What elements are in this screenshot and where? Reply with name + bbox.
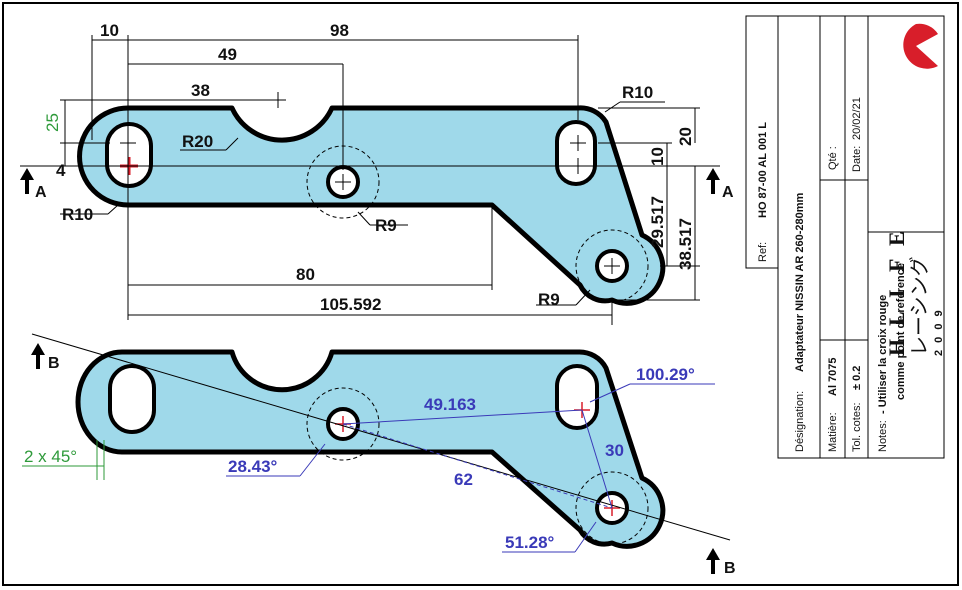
- dim-38517: 38.517: [676, 218, 695, 270]
- dim-28-43: 28.43°: [228, 457, 278, 476]
- dim-r9-mid: R9: [375, 216, 397, 235]
- dim-20: 20: [676, 127, 695, 146]
- dim-100-29: 100.29°: [636, 365, 695, 384]
- blue-construction: [226, 383, 715, 553]
- part-top-outline: [77, 105, 666, 306]
- logo-year: 2 0 0 9: [933, 308, 945, 356]
- logo-mark: [903, 23, 938, 69]
- section-line-b: [31, 333, 731, 541]
- logo-text-group: H L I F E レーシング 2 0 0 9: [884, 231, 945, 356]
- slot-right: [555, 120, 597, 186]
- bottom-view: B B 2 x 45° 28.43° 49.163 100.29° 30 62 …: [22, 333, 736, 577]
- logo-letter-e: E: [884, 231, 909, 246]
- section-arrow-b-left: B: [31, 343, 60, 372]
- logo-letter-l: L: [884, 311, 909, 326]
- slot-left: [105, 122, 153, 188]
- notes-line2: comme point de reference: [895, 263, 907, 400]
- dim-98: 98: [330, 21, 349, 40]
- matiere-label: Matière:: [827, 412, 839, 452]
- section-label-b-left: B: [48, 355, 60, 372]
- dim-38: 38: [191, 81, 210, 100]
- dim-r10-top: R10: [622, 83, 653, 102]
- dim-r10-left: R10: [62, 205, 93, 224]
- notes-label: Notes:: [877, 420, 889, 452]
- dim-30: 30: [605, 441, 624, 460]
- dim-chamfer: 2 x 45°: [24, 447, 77, 466]
- tol-value: ± 0.2: [851, 366, 863, 390]
- section-arrow-b-right: B: [706, 548, 736, 577]
- top-view: A A: [20, 21, 734, 325]
- dim-lines-top: [60, 35, 700, 325]
- qte-label: Qté :: [827, 146, 839, 170]
- section-label-a-left: A: [35, 184, 47, 201]
- dim-105592: 105.592: [320, 295, 381, 314]
- dim-51-28: 51.28°: [505, 533, 555, 552]
- notes-line1: - Utiliser la croix rouge: [877, 295, 889, 414]
- part-bottom-outline: [75, 349, 666, 549]
- ref-value: HO 87-00 AL 001 L: [757, 122, 769, 218]
- dim-r9-right: R9: [538, 290, 560, 309]
- dim-80: 80: [296, 265, 315, 284]
- slot-right-b: [555, 364, 599, 430]
- title-block: Ref: HO 87-00 AL 001 L Désignation: Adap…: [745, 15, 945, 459]
- section-label-b-right: B: [724, 560, 736, 577]
- dim-29517: 29.517: [648, 196, 667, 248]
- designation-label: Désignation:: [794, 391, 806, 452]
- hole-right-boss-b: [575, 471, 649, 545]
- logo: H L I F E レーシング 2 0 0 9: [884, 23, 945, 356]
- title-block-frame: [777, 15, 945, 459]
- slot-left-b: [108, 364, 156, 434]
- section-label-a-right: A: [722, 184, 734, 201]
- dim-49: 49: [218, 45, 237, 64]
- dim-4: 4: [56, 161, 66, 180]
- date-label: Date:: [851, 146, 863, 172]
- tol-label: Tol. cotes:: [851, 402, 863, 452]
- logo-katakana: レーシング: [907, 256, 931, 356]
- ref-label: Ref:: [757, 242, 769, 262]
- dim-10v: 10: [648, 147, 667, 166]
- chamfer-marker: [22, 440, 105, 480]
- dim-49-163: 49.163: [424, 395, 476, 414]
- dim-10: 10: [100, 21, 119, 40]
- logo-letter-i: I: [884, 289, 909, 298]
- dim-62: 62: [454, 470, 473, 489]
- section-arrow-a-right: A: [706, 168, 734, 201]
- logo-letter-h: H: [884, 339, 909, 356]
- section-arrow-a-left: A: [20, 168, 47, 201]
- hole-middle-boss-b: [306, 387, 380, 461]
- matiere-value: Al 7075: [827, 357, 839, 396]
- dim-25: 25: [43, 113, 62, 132]
- date-value: 20/02/21: [851, 97, 863, 140]
- designation-value: Adaptateur NISSIN AR 260-280mm: [794, 192, 806, 372]
- dim-r20: R20: [182, 132, 213, 151]
- logo-letter-f: F: [884, 259, 909, 272]
